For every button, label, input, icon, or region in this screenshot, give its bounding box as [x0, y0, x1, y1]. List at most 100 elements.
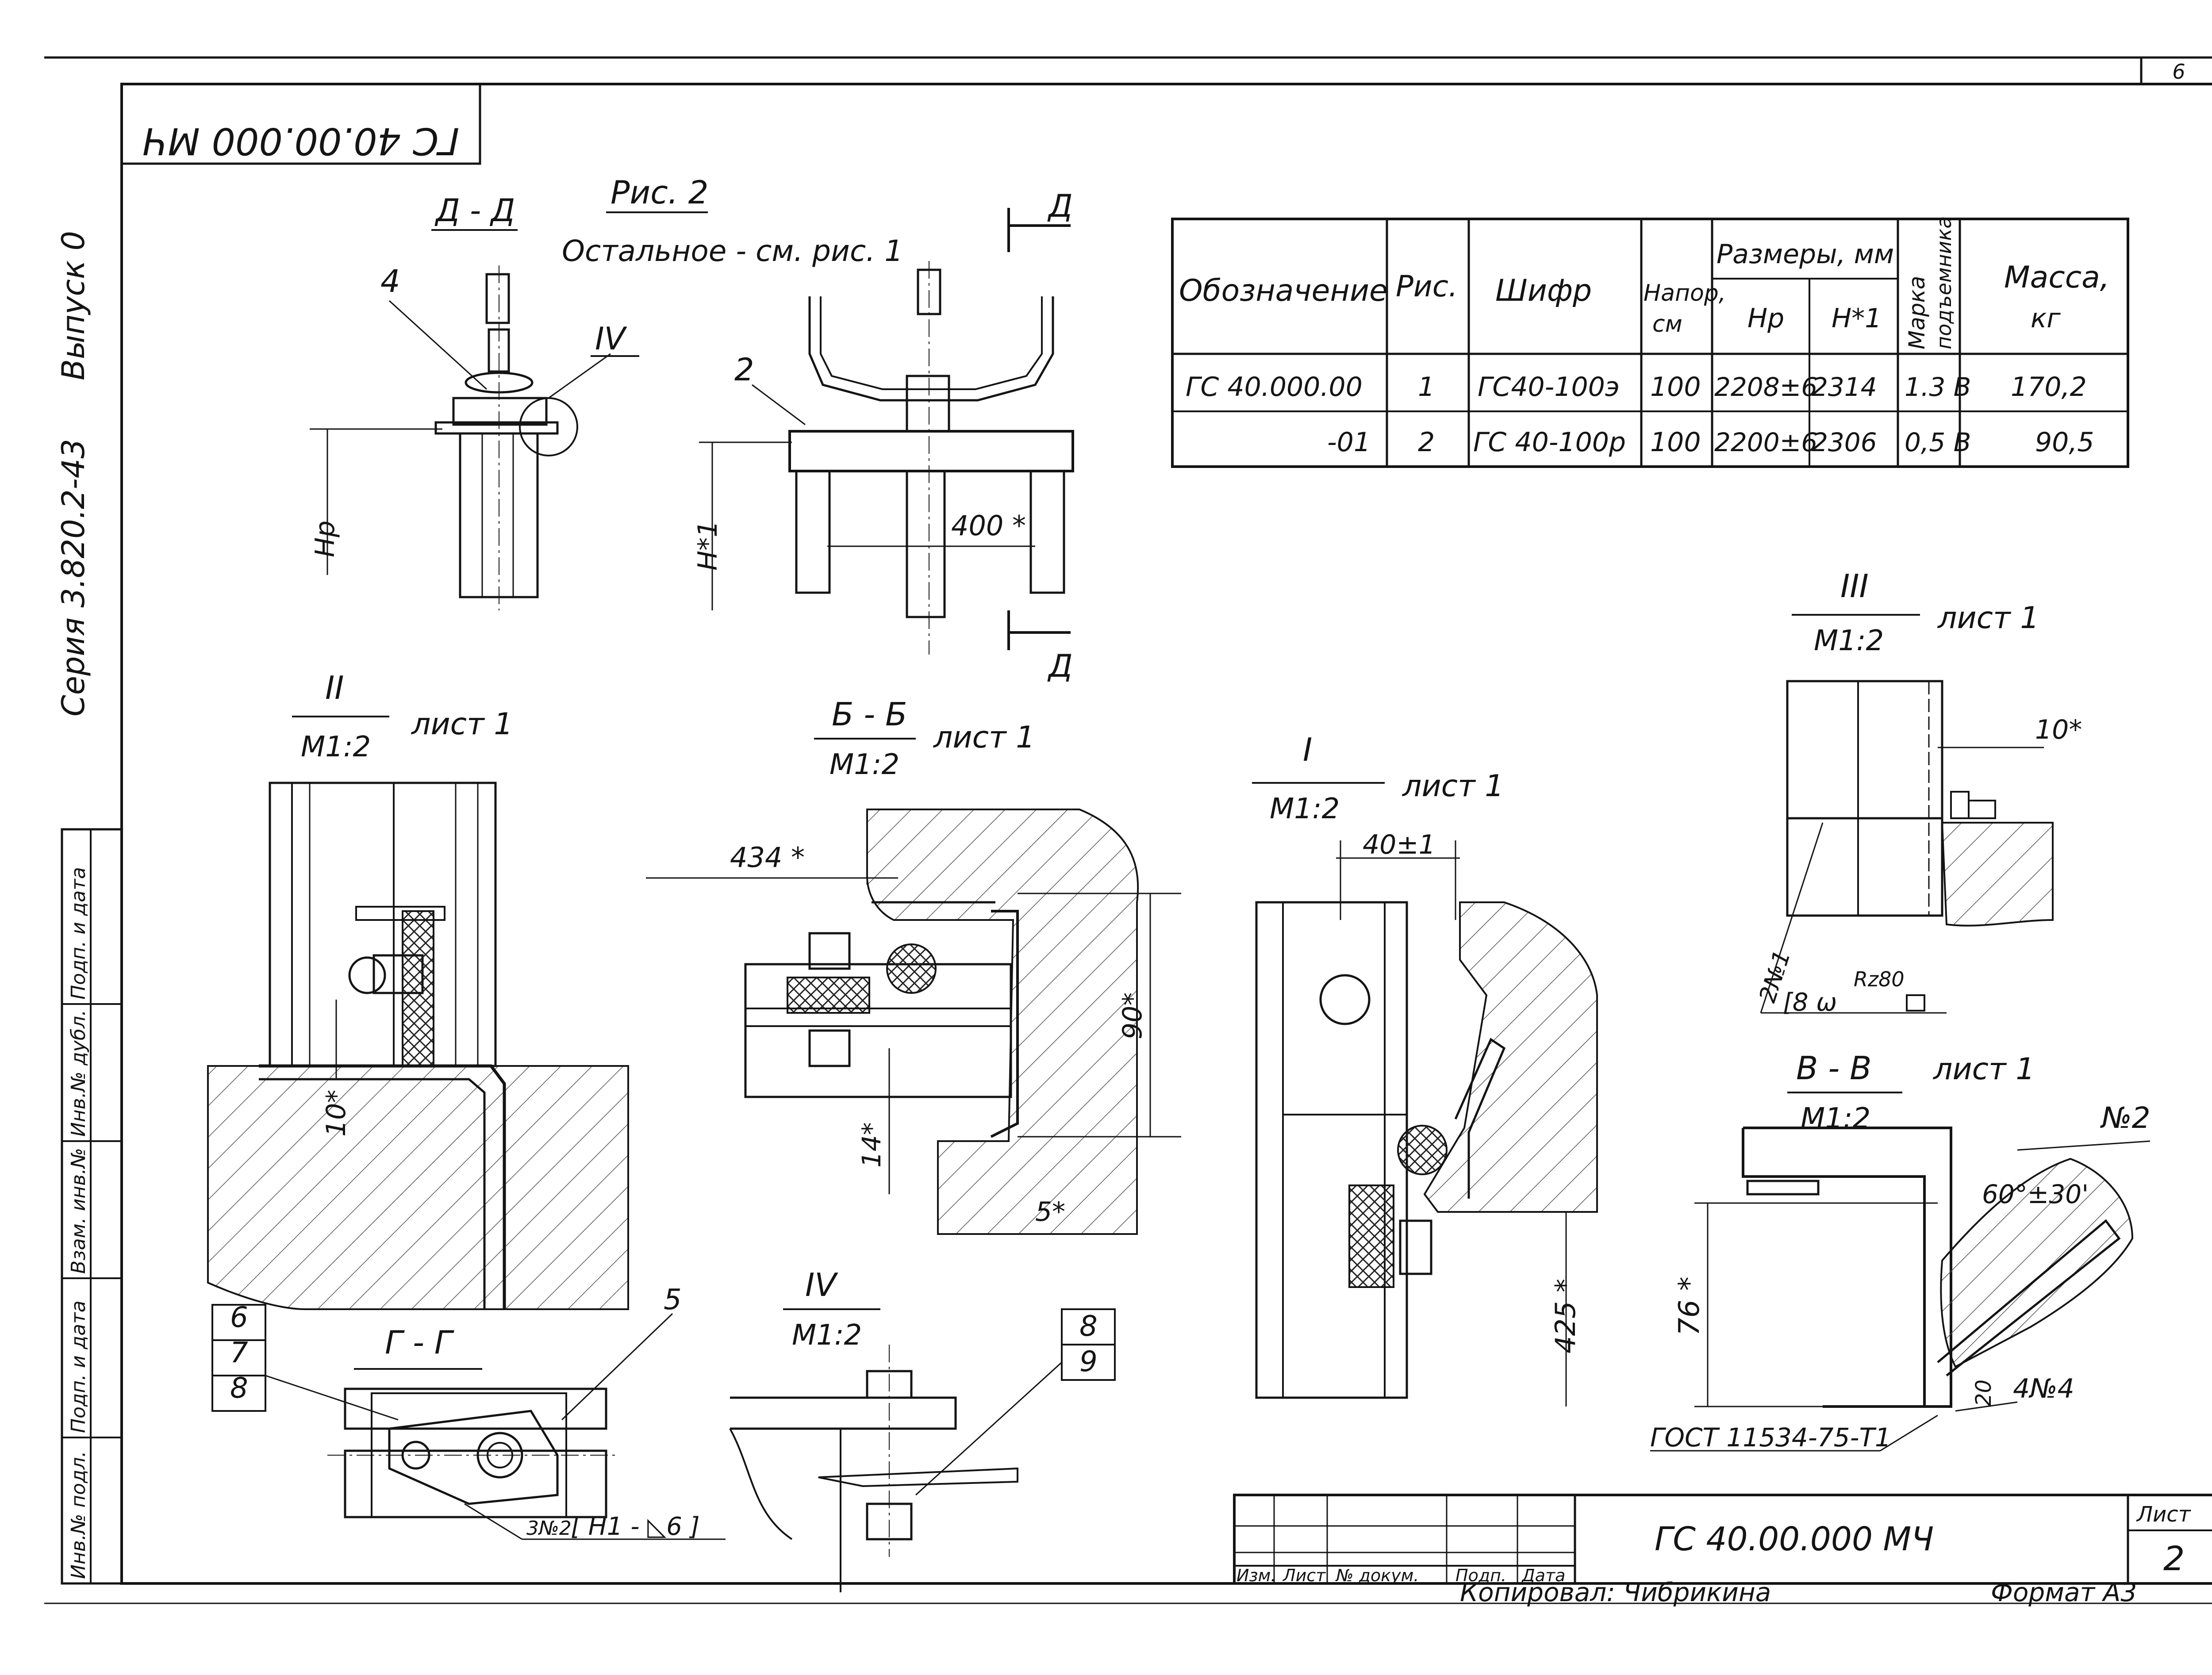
series-label: Серия 3.820.2-43 [55, 439, 92, 717]
view-iii-roman: III [1840, 567, 1869, 605]
tb-col-podp: Подп. [1455, 1566, 1506, 1585]
top-stamp: ГС 40.00.000 МЧ [120, 83, 481, 165]
tb-col-izm: Изм. [1237, 1566, 1276, 1585]
row2-head: 100 [1650, 427, 1701, 458]
th-hp: Hp [1747, 303, 1784, 334]
stamp-inv-dubl: Инв.№ дубл. [67, 1010, 90, 1137]
row1-code: ГС40-100э [1478, 372, 1620, 402]
view-i-dim-425: 425 * [1549, 1279, 1582, 1353]
th-hoist-2: подъемника [1932, 216, 1956, 349]
view-iv-callout-8: 8 [1079, 1310, 1098, 1343]
callout-iv: IV [595, 321, 627, 357]
section-vv-no2: №2 [2100, 1101, 2151, 1135]
section-vv: В - В М1:2 лист 1 №2 60°±30' 76 * 20 4№4… [1650, 1050, 2151, 1453]
section-bb-title: Б - Б [832, 696, 907, 733]
view-iii-dim-10: 10* [2035, 714, 2082, 745]
th-mass-1: Масса, [2004, 260, 2109, 295]
th-h1: H*1 [1832, 303, 1882, 334]
section-dd-drawing: 4 IV Hp [310, 263, 639, 610]
section-gg-weld-note: 3№2 [526, 1517, 572, 1540]
row1-hp: 2208±6 [1714, 372, 1817, 402]
section-bb-dim-14: 14* [856, 1122, 887, 1168]
tb-sheet-no: 2 [2163, 1539, 2185, 1578]
view-ii-ref: лист 1 [411, 707, 513, 742]
view-iv: IV М1:2 8 9 [729, 1266, 1116, 1592]
th-hoist-1: Марка [1904, 276, 1930, 349]
issue-label: Выпуск 0 [55, 231, 92, 380]
fig2-note: Остальное - см. рис. 1 [562, 234, 903, 268]
th-dims: Размеры, мм [1717, 239, 1894, 270]
fig2-caption: Рис. 2 [611, 174, 708, 211]
view-iii-ref: лист 1 [1937, 601, 2039, 636]
top-stamp-text: ГС 40.00.000 МЧ [142, 119, 459, 163]
callout-2: 2 [734, 352, 754, 388]
section-bb-ref: лист 1 [933, 720, 1035, 755]
row2-hoist: 0,5 В [1905, 427, 1971, 457]
view-i-ref: лист 1 [1402, 769, 1504, 804]
cut-mark-bottom: Д [1047, 648, 1073, 684]
view-ii-scale: М1:2 [301, 731, 371, 763]
view-iii-weld-symbol: [8 ω [1783, 988, 1837, 1017]
stamp-vzam-inv: Взам. инв.№ [67, 1148, 90, 1274]
row1-h1: 2314 [1812, 372, 1877, 402]
callout-4: 4 [380, 263, 400, 299]
th-designation: Обозначение [1179, 273, 1388, 308]
th-mass-2: кг [2031, 303, 2061, 334]
section-vv-ref: лист 1 [1932, 1052, 2035, 1087]
section-vv-angle: 60°±30' [1982, 1179, 2089, 1209]
page-number: 6 [2172, 60, 2185, 84]
view-i-dim-40: 40±1 [1363, 829, 1436, 860]
callout-8: 8 [230, 1372, 248, 1405]
section-bb-scale: М1:2 [830, 748, 899, 781]
view-ii: II М1:2 лист 1 10* [207, 669, 629, 1310]
dim-hp: Hp [310, 521, 341, 557]
section-gg-weld-spec: [ Н1 - ◺6 ] [571, 1512, 700, 1541]
row1-mass: 170,2 [2011, 372, 2087, 402]
section-vv-title: В - В [1796, 1050, 1872, 1087]
view-iv-scale: М1:2 [792, 1319, 862, 1352]
th-fig: Рис. [1396, 269, 1458, 303]
stamp-podp-data-2: Подп. и дата [67, 867, 90, 1000]
section-bb: Б - Б М1:2 лист 1 434 * 90* 14* 5* [646, 696, 1181, 1235]
section-bb-dim-434: 434 * [730, 841, 805, 874]
format-label: Формат А3 [1991, 1577, 2137, 1607]
stamp-inv-podl: Инв.№ подл. [67, 1451, 90, 1579]
tb-designation: ГС 40.00.000 МЧ [1655, 1520, 1934, 1558]
section-gg-title: Г - Г [385, 1324, 454, 1361]
section-vv-gost: ГОСТ 11534-75-Т1 [1650, 1422, 1891, 1453]
row1-designation: ГС 40.000.00 [1186, 372, 1363, 402]
section-vv-no4: 4№4 [2013, 1373, 2074, 1404]
view-i-scale: М1:2 [1270, 793, 1340, 825]
section-vv-scale: М1:2 [1801, 1102, 1870, 1135]
row2-mass: 90,5 [2035, 427, 2094, 458]
section-dd-title: Д - Д [434, 192, 515, 229]
callout-6: 6 [230, 1301, 248, 1334]
title-block: Изм. Лист № докум. Подп. Дата ГС 40.00.0… [1233, 1494, 2212, 1607]
tb-col-list: Лист [1282, 1566, 1326, 1585]
th-head-1: Напор, [1644, 280, 1726, 307]
stamp-podp-data-1: Подп. и дата [67, 1300, 90, 1433]
section-bb-dim-90: 90* [1117, 993, 1148, 1039]
copied-by: Копировал: Чибрикина [1460, 1577, 1771, 1607]
view-ii-dim: 10* [321, 1090, 352, 1137]
section-gg: Г - Г 6 7 8 5 3№2 [ Н1 - ◺6 ] [211, 1284, 726, 1541]
left-margin: Серия 3.820.2-43 Выпуск 0 Инв.№ подл. По… [55, 231, 123, 1585]
tb-col-data: Дата [1521, 1566, 1565, 1585]
dim-h1: H*1 [692, 521, 723, 571]
view-i-roman: I [1303, 731, 1312, 768]
row2-hp: 2200±6 [1714, 427, 1817, 457]
section-vv-dim-20: 20 [1971, 1380, 1996, 1407]
cut-mark-top: Д [1047, 188, 1073, 224]
spec-table: Обозначение Рис. Шифр Напор, см Размеры,… [1171, 216, 2129, 468]
row2-fig: 2 [1418, 427, 1435, 458]
row2-code: ГС 40-100р [1473, 427, 1626, 458]
tb-sheet-label: Лист [2136, 1502, 2192, 1527]
view-iv-roman: IV [805, 1266, 838, 1303]
row1-hoist: 1.3 В [1905, 372, 1971, 402]
callout-5: 5 [664, 1284, 682, 1316]
view-iii: III М1:2 лист 1 10* 2№1 [8 ω Rz80 [1754, 567, 2082, 1017]
th-code: Шифр [1495, 273, 1592, 308]
section-bb-dim-5: 5* [1035, 1196, 1065, 1227]
row1-head: 100 [1650, 372, 1701, 402]
row1-fig: 1 [1418, 372, 1435, 402]
